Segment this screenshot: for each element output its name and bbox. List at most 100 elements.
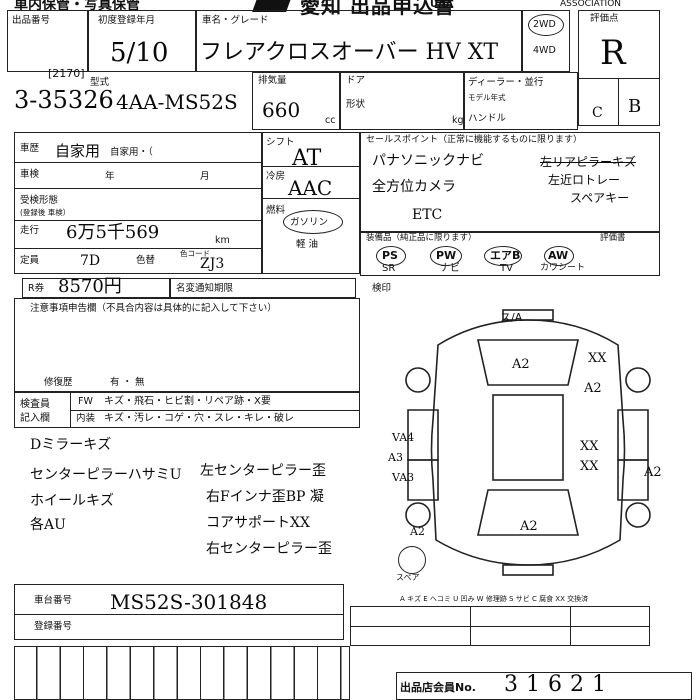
car-name-label: 車名・グレード [202, 15, 269, 26]
shift-line [262, 166, 360, 167]
registration-label: 受検形態 [20, 195, 59, 206]
mark-side-xx2: XX [580, 459, 599, 474]
bottom-flag-dividers [14, 646, 350, 700]
r-ken-value: 8570円 [58, 276, 122, 297]
diagram-top-note: ス/A [500, 311, 523, 324]
model-year-label: モデル年式 [468, 93, 506, 102]
month-label: 月 [200, 171, 210, 182]
lot-no-label: 出品番号 [12, 15, 51, 26]
chassis-value: MS52S-301848 [110, 590, 268, 614]
shift-block [262, 132, 360, 274]
note-1: Dミラーキズ [30, 437, 112, 453]
chassis-block [14, 584, 344, 640]
first-reg-box [88, 10, 196, 72]
sales-block [360, 132, 660, 232]
chassis-label: 車台番号 [34, 595, 73, 606]
mileage-line [14, 248, 262, 249]
mark-side-xx1: XX [580, 439, 599, 454]
inspection-label: 車検 [20, 169, 40, 180]
repair-options: 有 ・ 無 [110, 377, 145, 388]
sales-point-5: 左近ロトレー [548, 173, 621, 187]
lot-prefix: [2170] [48, 67, 85, 80]
eval-divider [618, 78, 619, 126]
door-label: ドア [346, 75, 366, 86]
first-reg-value: 5/10 [110, 38, 169, 68]
history-line [14, 162, 262, 163]
header-org: 愛知 出品申込書 [300, 0, 455, 18]
kizu-row: キズ・飛石・ヒビ割・リペア跡・X要 [104, 396, 271, 407]
door-box [340, 72, 464, 130]
ac-value: AAC [288, 176, 333, 200]
note-2: センターピラーハサミU [30, 467, 182, 483]
equip-kawa: カワシート [540, 263, 586, 273]
equipment-block [360, 232, 660, 276]
notes-label: 注意事項申告欄（不具合内容は具体的に記入して下さい） [30, 303, 277, 314]
mark-front-xx: XX [588, 351, 607, 366]
wd2-circle [528, 14, 564, 36]
ac-label: 冷房 [266, 171, 286, 182]
mark-right-a2b: A2 [644, 465, 662, 480]
note-4: 各AU [30, 517, 66, 533]
displacement-label: 排気量 [258, 75, 287, 86]
wd-box [522, 10, 570, 72]
sales-point-3: ETC [412, 207, 443, 223]
equip-sr: SR [382, 263, 396, 274]
header-title: 車内保管・写真保管 [14, 0, 140, 13]
equipment-label: 装備品（純正品に限ります） [366, 233, 477, 243]
chassis-line [14, 614, 344, 615]
sales-point-2: 全方位カメラ [372, 179, 456, 195]
spare-tire-icon [398, 546, 426, 574]
dealer-box [464, 72, 578, 130]
naiso-row: キズ・汚レ・コゲ・穴・スレ・キレ・破レ [104, 413, 294, 424]
mark-right-a2: A2 [584, 381, 602, 396]
model-value: 4AA-MS52S [116, 90, 238, 114]
sales-point-4: 左リアピラーキズ [540, 155, 637, 169]
equip-ps-circle [376, 246, 406, 266]
mark-a3: A3 [388, 451, 403, 464]
header-org-right: ASSOCIATION [560, 0, 622, 9]
history-label: 車歴 [20, 143, 40, 154]
notes-block [14, 298, 360, 392]
note-8: 右センターピラー歪 [206, 541, 332, 557]
eval-label: 評価点 [590, 13, 619, 24]
fuel-label: 燃料 [266, 205, 286, 216]
cc-label: cc [325, 115, 336, 126]
inspection-line [14, 188, 262, 189]
inspector-label: 検印 [372, 283, 392, 294]
year-label: 年 [105, 171, 115, 182]
equip-air-circle [484, 246, 522, 266]
equip-navi: ナビ [440, 263, 460, 274]
header-org-en: UAA [430, 0, 454, 10]
note-7: コアサポートXX [206, 515, 310, 531]
jiyo-label: 自家用・（ [110, 147, 153, 158]
eval-int: B [628, 96, 642, 117]
handle-label: ハンドル [468, 113, 507, 124]
registration-sub: (登録後 車検） [20, 208, 71, 217]
shift-value: AT [292, 146, 322, 171]
km-label: km [215, 235, 230, 246]
model-label: 型式 [90, 77, 110, 88]
color-code-label: 色コード [180, 249, 210, 258]
eval-hline [578, 78, 660, 79]
note-6: 右Fインナ歪BP 凝 [206, 489, 324, 505]
fuel-gas-circle [283, 210, 343, 234]
kg-label: kg [452, 115, 464, 126]
mark-rear-a2: A2 [520, 519, 538, 534]
eval-sub: C [592, 105, 603, 121]
dealer-label: ディーラー・並行 [468, 77, 544, 88]
displacement-value: 660 [262, 98, 301, 122]
fuel-diesel: 軽 油 [296, 239, 319, 250]
displacement-box [252, 72, 340, 130]
ac-line [262, 198, 360, 199]
lot-no-value: 3-35326 [14, 86, 114, 114]
lot-box [7, 10, 88, 72]
car-diagram [405, 309, 651, 576]
registration-line [14, 220, 262, 221]
history-value: 自家用 [55, 142, 101, 160]
color-label: 色替 [136, 255, 156, 266]
first-reg-label: 初度登録年月 [98, 15, 156, 26]
color-code-value: ZJ3 [200, 256, 225, 272]
mileage-value: 6万5千569 [66, 222, 160, 243]
legend: A キズ E ヘコミ U 凹み W 修理跡 S サビ C 腐食 XX 交換済 [400, 595, 589, 603]
sales-point-1: パナソニックナビ [372, 153, 484, 169]
